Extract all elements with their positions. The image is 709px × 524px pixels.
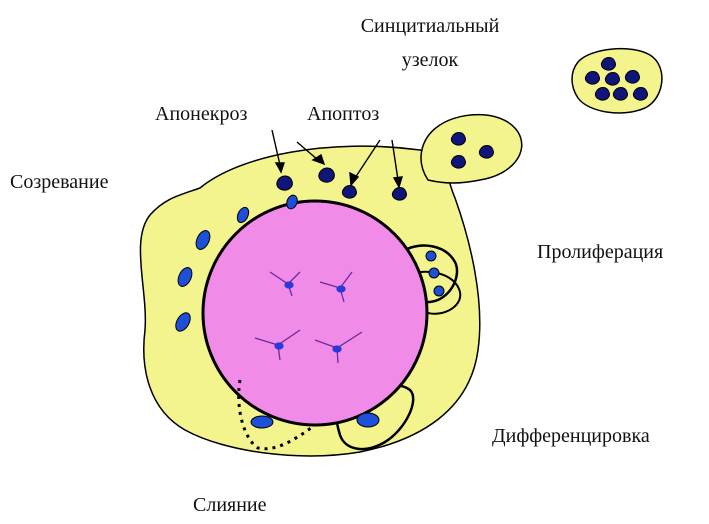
label-apoptosis: Апоптоз bbox=[307, 102, 379, 126]
knot-nucleus bbox=[601, 58, 615, 71]
aponecrotic-nucleus bbox=[319, 168, 335, 182]
label-syncytial-knot: Синцитиальный узелок bbox=[330, 14, 530, 72]
knot-nucleus bbox=[585, 72, 599, 85]
label-fusion: Слияние bbox=[193, 493, 267, 517]
nucleus bbox=[357, 413, 379, 427]
knot-nucleus bbox=[605, 73, 619, 86]
knot-nucleus bbox=[479, 146, 493, 159]
label-syncytial-knot-line2: узелок bbox=[330, 48, 530, 72]
label-proliferation: Пролиферация bbox=[537, 240, 663, 264]
label-differentiation: Дифференцировка bbox=[492, 424, 650, 448]
knot-nucleus bbox=[451, 133, 465, 146]
aponecrotic-nucleus bbox=[277, 176, 293, 190]
nucleus bbox=[251, 416, 273, 428]
knot-nucleus bbox=[633, 88, 647, 101]
knot-nucleus bbox=[595, 88, 609, 101]
knot-nucleus bbox=[625, 71, 639, 84]
label-aponecrosis: Апонекроз bbox=[155, 102, 247, 126]
villus-stroma bbox=[203, 201, 427, 425]
knot-nucleus bbox=[613, 88, 627, 101]
budding-syncytial-knot bbox=[421, 115, 522, 183]
apoptotic-nucleus bbox=[392, 188, 406, 201]
label-maturation: Созревание bbox=[10, 170, 108, 194]
label-syncytial-knot-line1: Синцитиальный bbox=[330, 14, 530, 38]
nucleus bbox=[426, 251, 436, 261]
apoptotic-nucleus bbox=[342, 186, 356, 199]
nucleus bbox=[434, 286, 444, 296]
nucleus bbox=[429, 268, 439, 278]
knot-nucleus bbox=[451, 156, 465, 169]
